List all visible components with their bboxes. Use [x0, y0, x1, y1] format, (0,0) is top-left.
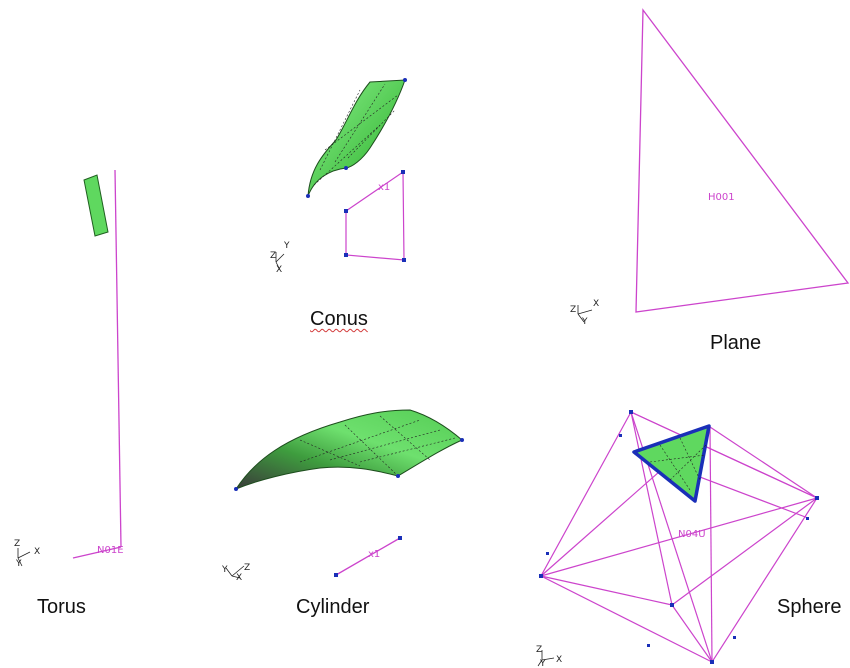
torus-edge-vertical	[114, 169, 122, 548]
torus-figure: N01E Z X Y	[14, 169, 124, 569]
plane-tag: H001	[708, 192, 735, 203]
svg-text:X: X	[556, 655, 562, 665]
plane-figure: H001 Z X Y	[570, 8, 850, 327]
sphere-axis-triad: Z X Y	[536, 645, 562, 668]
conus-caption: Conus	[310, 308, 368, 330]
svg-text:Z: Z	[244, 563, 250, 573]
cylinder-edge	[335, 537, 401, 576]
cylinder-caption: Cylinder	[296, 596, 370, 618]
torus-edge-base	[72, 546, 122, 559]
plane-axis-triad: Z X Y	[570, 299, 599, 327]
sphere-points	[539, 410, 819, 664]
svg-text:X: X	[593, 299, 599, 309]
sphere-surface	[632, 424, 711, 503]
cylinder-tag: x1	[368, 549, 380, 560]
svg-text:Z: Z	[536, 645, 542, 655]
torus-axis-triad: Z X Y	[14, 539, 40, 569]
cylinder-surface	[234, 409, 463, 491]
svg-text:Z: Z	[570, 305, 576, 315]
svg-text:Y: Y	[283, 241, 290, 251]
torus-surface	[83, 174, 109, 237]
torus-caption: Torus	[37, 596, 86, 618]
svg-text:Z: Z	[270, 251, 276, 261]
conus-tag: x1	[378, 182, 390, 193]
sphere-tag: N04U	[678, 529, 706, 540]
conus-outline	[345, 170, 405, 261]
svg-text:X: X	[34, 547, 40, 557]
torus-tag: N01E	[97, 545, 124, 556]
sphere-figure: N04U Z X Y	[536, 410, 819, 668]
cylinder-axis-triad: Y Z X	[221, 563, 250, 583]
svg-text:Y: Y	[539, 659, 546, 668]
conus-figure: x1 Z Y X	[270, 78, 407, 275]
plane-caption: Plane	[710, 332, 762, 354]
plane-outline	[635, 8, 850, 313]
svg-text:X: X	[276, 265, 282, 275]
conus-axis-triad: Z Y X	[270, 241, 290, 275]
sphere-caption: Sphere	[777, 596, 842, 618]
svg-text:Y: Y	[581, 317, 588, 327]
svg-text:Y: Y	[15, 559, 22, 569]
cylinder-figure: x1 Y Z X	[221, 409, 464, 583]
svg-text:Y: Y	[221, 565, 228, 575]
svg-text:Z: Z	[14, 539, 20, 549]
